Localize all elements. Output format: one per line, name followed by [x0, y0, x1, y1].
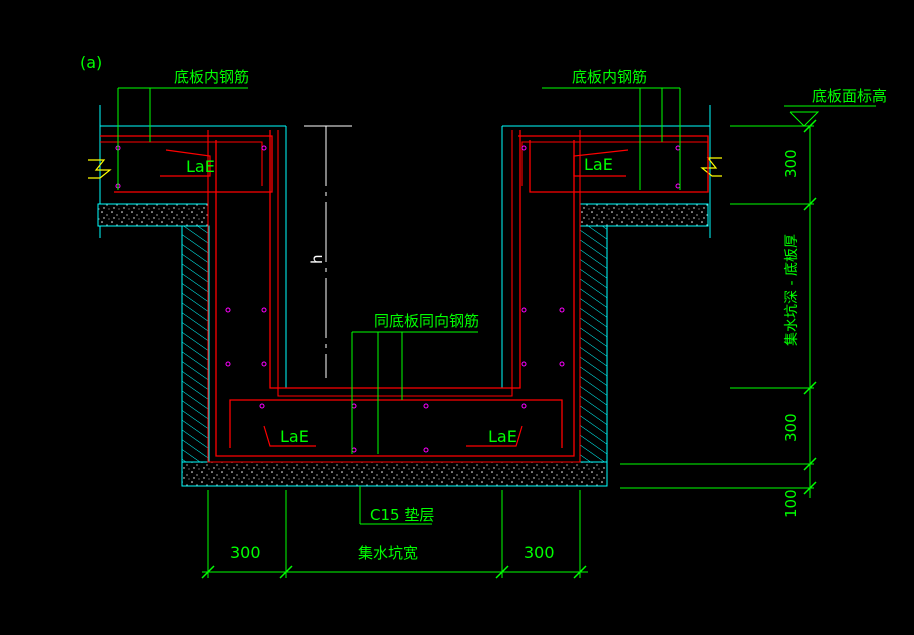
left-wall-hatch — [181, 225, 210, 463]
dim-right-300: 300 — [524, 543, 555, 562]
left-cushion — [97, 203, 209, 227]
bottom-cushion — [181, 461, 608, 487]
dim-pit-width: 集水坑宽 — [358, 544, 418, 562]
label-bottom-rebar-left: 底板内钢筋 — [174, 68, 249, 86]
label-same-direction-rebar: 同底板同向钢筋 — [374, 312, 479, 330]
dim-left-300: 300 — [230, 543, 261, 562]
dim-top-300: 300 — [782, 149, 800, 178]
right-slab-outline — [502, 105, 722, 238]
dim-middle: 集水坑深 - 底板厚 — [783, 234, 800, 346]
labels: (a) 底板内钢筋 底板内钢筋 底板面标高 h 同底板同向钢筋 LaE LaE … — [80, 53, 887, 562]
dim-bottom-100: 100 — [782, 489, 800, 518]
label-a: (a) — [80, 53, 102, 72]
label-bottom-rebar-right: 底板内钢筋 — [572, 68, 647, 86]
label-lae-top-left: LaE — [186, 157, 215, 176]
label-c15-cushion: C15 垫层 — [370, 506, 434, 524]
dimension-vertical — [620, 119, 817, 498]
label-lae-top-right: LaE — [584, 155, 613, 174]
label-h: h — [308, 254, 326, 264]
dimension-horizontal — [201, 490, 588, 579]
right-cushion — [579, 203, 709, 227]
rebar-cage — [100, 130, 709, 463]
label-top-elevation: 底板面标高 — [812, 87, 887, 105]
label-lae-bottom-left: LaE — [280, 427, 309, 446]
dim-lower-300: 300 — [782, 413, 800, 442]
right-wall-hatch — [579, 225, 608, 463]
label-lae-bottom-right: LaE — [488, 427, 517, 446]
leader-lines — [117, 87, 876, 525]
